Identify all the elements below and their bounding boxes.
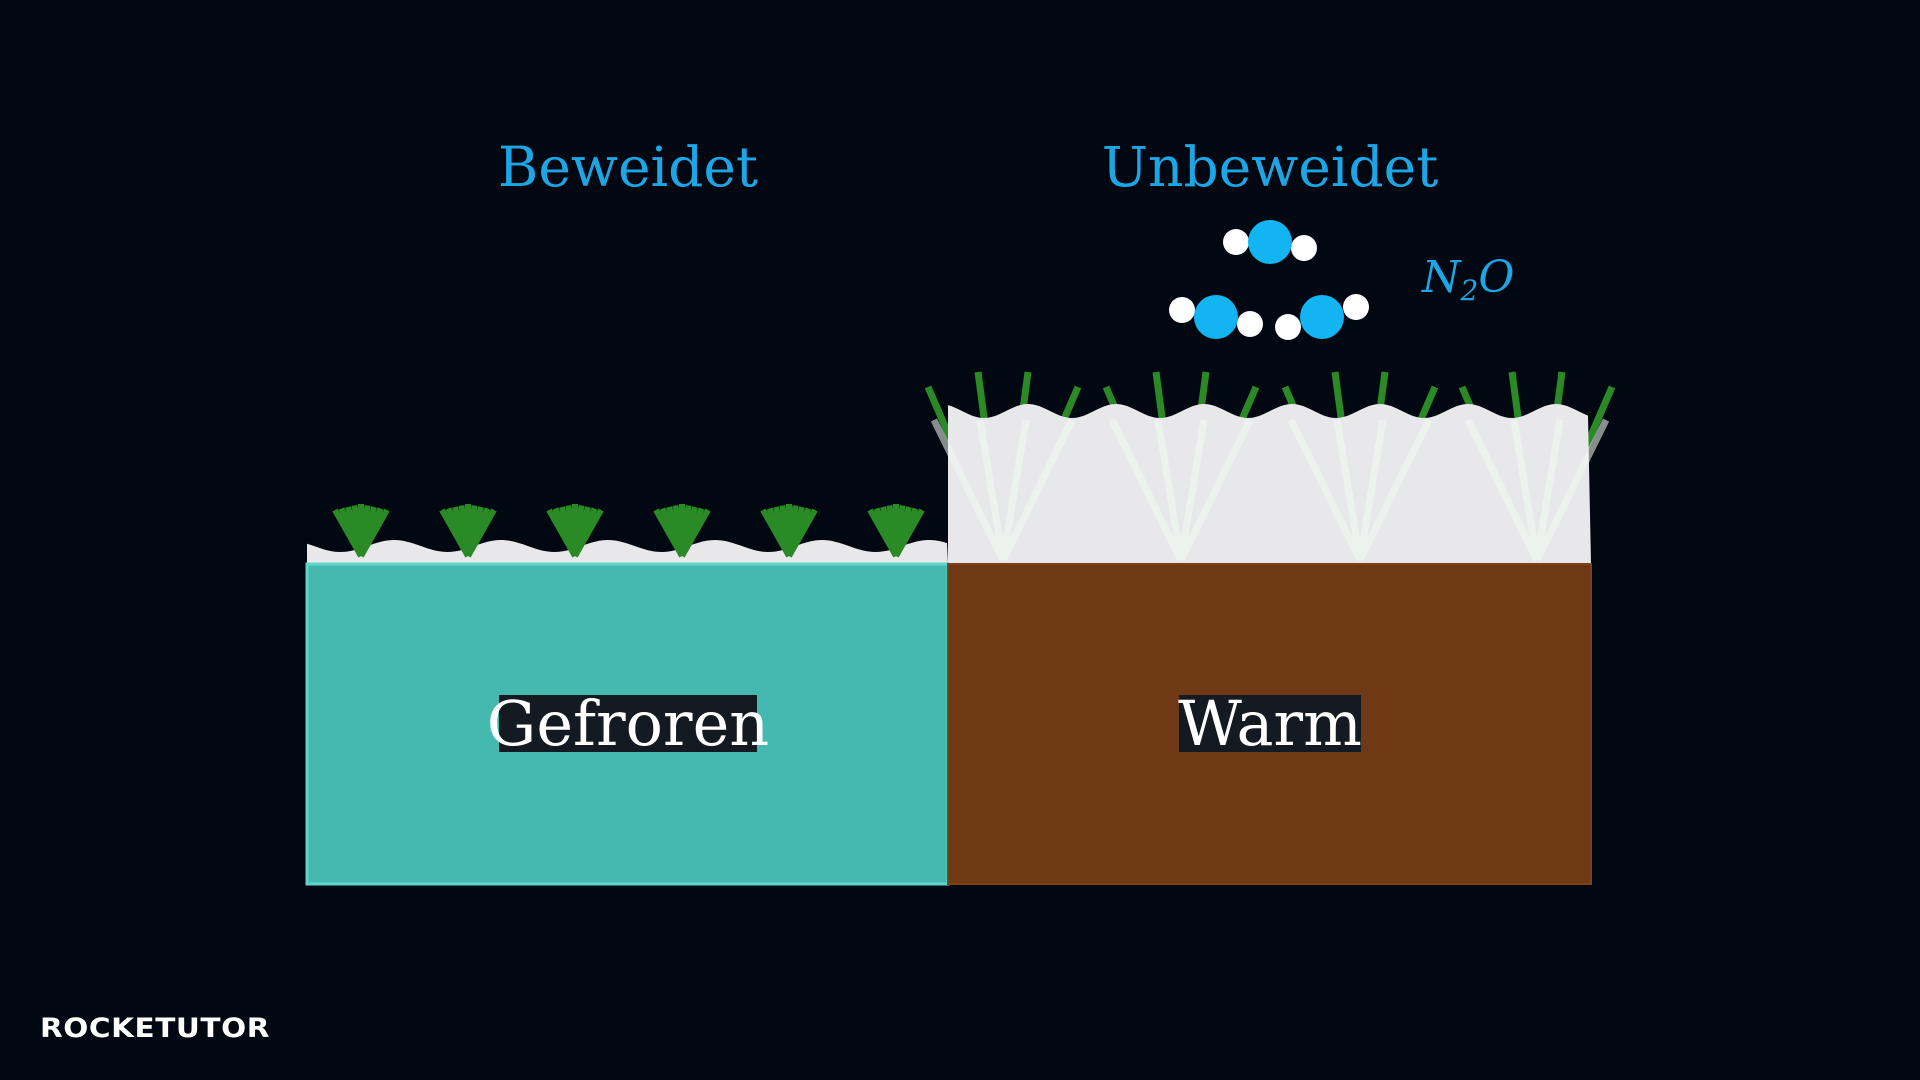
thick-snow-layer-ungrazed xyxy=(948,404,1591,564)
buried-grass-blade xyxy=(1177,419,1208,561)
buried-grass-blade xyxy=(1533,418,1610,562)
n2o-formula-label: N2O xyxy=(1421,252,1514,307)
n2o-molecule-icon xyxy=(1169,295,1263,339)
grass-tuft-icon xyxy=(332,504,390,558)
grass-blade xyxy=(679,508,711,558)
buried-grass-blade xyxy=(999,418,1076,562)
n2o-molecules-group xyxy=(1169,220,1369,340)
formula-base: N xyxy=(1421,252,1462,303)
buried-grass-blade xyxy=(1108,418,1185,562)
grass-tuft-icon xyxy=(546,504,604,558)
grass-blade xyxy=(358,508,390,558)
buried-grass-blade xyxy=(1510,419,1541,561)
warm-label-background xyxy=(1179,695,1361,752)
buried-grass-tuft xyxy=(1464,418,1610,562)
buried-grass-blade xyxy=(1333,419,1364,561)
buried-grass-blade xyxy=(1533,419,1564,561)
grass-blade xyxy=(572,508,604,558)
formula-tail: O xyxy=(1478,252,1514,303)
logo-text: ROCKETUTOR xyxy=(40,1013,270,1044)
outer-atom xyxy=(1275,314,1301,340)
center-atom xyxy=(1300,295,1344,339)
n2o-molecule-icon xyxy=(1275,294,1369,340)
formula-subscript: 2 xyxy=(1460,274,1479,307)
outer-atom xyxy=(1223,229,1249,255)
thin-snow-layer-grazed xyxy=(307,536,948,564)
rocketutor-logo: ROCKETUTOR xyxy=(40,1013,270,1044)
buried-grass-blade xyxy=(1287,418,1364,562)
frozen-soil-label: Gefroren xyxy=(487,687,769,760)
buried-grass-tuft xyxy=(1287,418,1433,562)
frozen-label-background xyxy=(499,695,757,752)
buried-grass-blade xyxy=(1356,419,1387,561)
outer-atom xyxy=(1169,297,1195,323)
buried-grass-blade xyxy=(999,419,1030,561)
grass-blade xyxy=(893,508,925,558)
n2o-molecule-icon xyxy=(1223,220,1317,264)
grass-tuft-icon xyxy=(439,504,497,558)
outer-atom xyxy=(1291,235,1317,261)
grass-blade xyxy=(465,508,497,558)
buried-grass-blade xyxy=(1177,418,1254,562)
buried-grass-blade xyxy=(976,419,1007,561)
ungrazed-heading: Unbeweidet xyxy=(1102,135,1439,199)
center-atom xyxy=(1194,295,1238,339)
outer-atom xyxy=(1237,311,1263,337)
grass-tuft-icon xyxy=(760,504,818,558)
grass-blade xyxy=(786,508,818,558)
buried-grass-tuft xyxy=(1108,418,1254,562)
buried-grass-tuft xyxy=(930,418,1076,562)
buried-grass-group xyxy=(930,418,1610,562)
buried-grass-blade xyxy=(1464,418,1541,562)
grass-tuft-icon xyxy=(867,504,925,558)
grass-tuft-icon xyxy=(653,504,711,558)
outer-atom xyxy=(1343,294,1369,320)
buried-grass-blade xyxy=(1154,419,1185,561)
center-atom xyxy=(1248,220,1292,264)
warm-soil-label: Warm xyxy=(1178,687,1362,760)
buried-grass-blade xyxy=(930,418,1007,562)
short-grass-group xyxy=(332,504,925,558)
buried-grass-blade xyxy=(1356,418,1433,562)
grazed-heading: Beweidet xyxy=(498,135,758,199)
